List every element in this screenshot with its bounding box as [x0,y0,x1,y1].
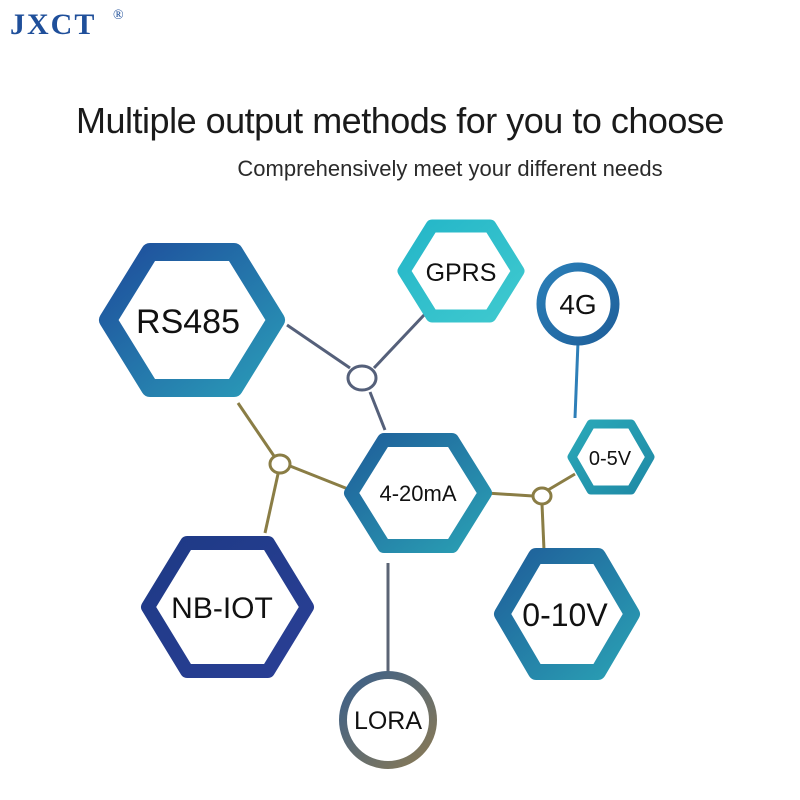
4g-circle [536,262,620,346]
node-4-20ma: 4-20mA [344,433,492,553]
nb-iot-hexagon [141,536,314,678]
rs485-label: RS485 [136,303,240,341]
connector-rs485-junction [286,323,351,370]
junction-top [346,364,378,392]
connector-4g-0-5v [573,341,580,419]
registered-mark: ® [113,8,124,23]
node-rs485: RS485 [99,243,285,397]
gprs-hexagon [397,219,525,323]
node-0-10v: 0-10V [494,548,640,680]
nb-iot-label: NB-IOT [171,592,273,625]
4g-label: 4G [559,289,596,320]
connector-junction-4-20ma [368,391,387,431]
page-title: Multiple output methods for you to choos… [76,100,724,141]
junction-left [268,453,292,475]
0-5v-label: 0-5V [589,448,632,470]
page-subtitle: Comprehensively meet your different need… [237,156,663,181]
node-4g: 4G [536,262,620,346]
connector-junction-right-0-5v [547,472,576,492]
rs485-hexagon [99,243,285,397]
4-20ma-hexagon [344,433,492,553]
junctions [268,364,553,506]
0-10v-label: 0-10V [522,597,608,633]
connector-junction-left-nb-iot [263,473,280,534]
node-lora: LORA [339,671,437,769]
gprs-label: GPRS [426,259,497,287]
lora-circle [339,671,437,769]
node-0-5v: 0-5V [567,419,655,495]
node-gprs: GPRS [397,219,525,323]
4-20ma-label: 4-20mA [379,481,456,506]
0-5v-hexagon [567,419,655,495]
junction-right [531,486,553,506]
0-10v-hexagon [494,548,640,680]
lora-label: LORA [354,707,422,735]
connector-4-20ma-junction-right [485,491,534,498]
connectors [236,312,580,672]
connector-junction-left-4-20ma [289,464,349,491]
connector-gprs-junction [372,312,427,370]
node-nb-iot: NB-IOT [141,536,314,678]
jxct-logo: JXCT [10,8,97,41]
connector-junction-right-0-10v [540,503,546,551]
connector-rs485-junction-left [236,402,276,457]
